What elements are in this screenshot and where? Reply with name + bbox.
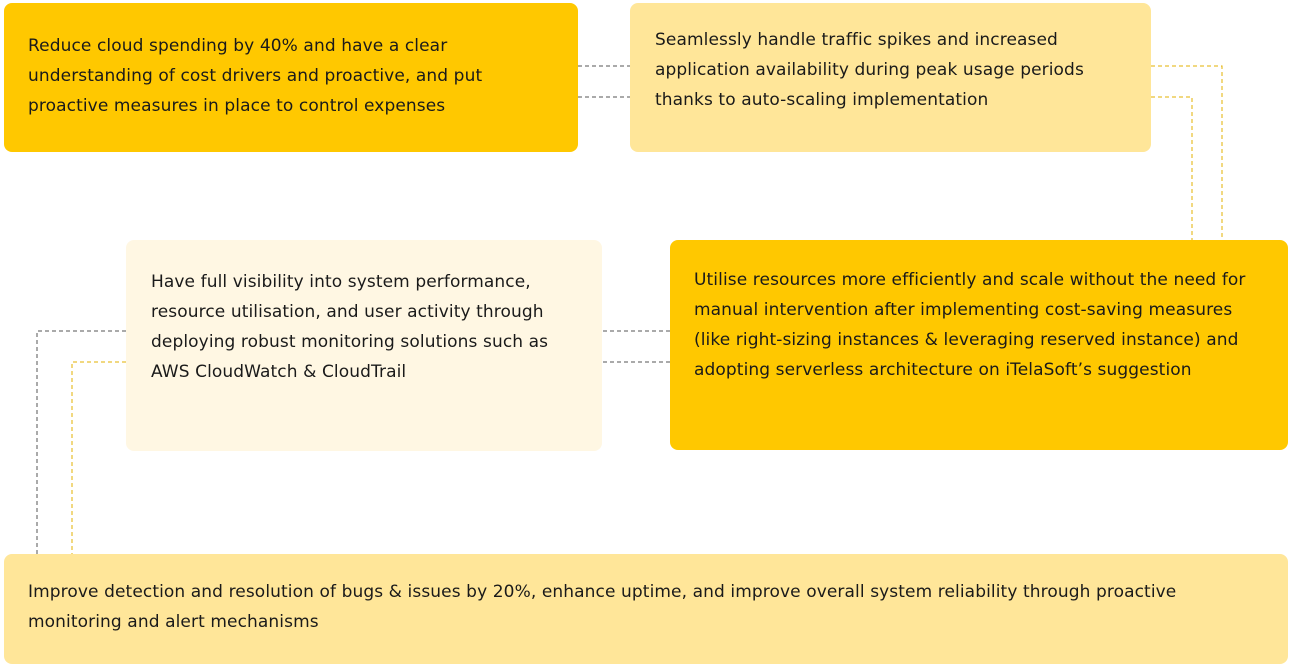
connector-3-5-inner bbox=[71, 361, 126, 554]
outcome-card-reliability: Improve detection and resolution of bugs… bbox=[4, 554, 1288, 664]
outcome-card-traffic-spikes: Seamlessly handle traffic spikes and inc… bbox=[630, 3, 1151, 152]
outcome-card-resource-efficiency: Utilise resources more efficiently and s… bbox=[670, 240, 1288, 450]
outcome-text: Reduce cloud spending by 40% and have a … bbox=[28, 36, 483, 116]
connector-2-4-inner bbox=[1151, 96, 1193, 240]
outcome-text: Seamlessly handle traffic spikes and inc… bbox=[655, 30, 1084, 110]
outcome-text: Utilise resources more efficiently and s… bbox=[694, 270, 1246, 380]
outcome-card-visibility: Have full visibility into system perform… bbox=[126, 240, 602, 451]
connector-2-4-outer bbox=[1151, 65, 1223, 240]
connector-3-5-outer bbox=[36, 330, 126, 554]
outcome-card-cost-reduction: Reduce cloud spending by 40% and have a … bbox=[4, 3, 578, 152]
outcome-text: Have full visibility into system perform… bbox=[151, 272, 549, 382]
outcome-text: Improve detection and resolution of bugs… bbox=[28, 582, 1177, 632]
